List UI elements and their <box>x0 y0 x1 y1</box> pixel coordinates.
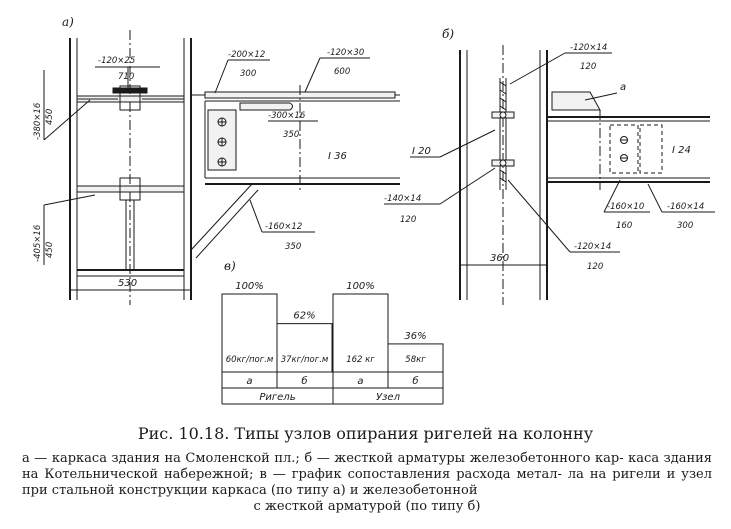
view-a: а) -120×25 710 -380×16 450 <box>33 15 400 305</box>
category-label: б <box>301 375 307 387</box>
plate-160-label: -160×12 <box>265 222 302 232</box>
legend-line-4: с жесткой арматурой (по типу б) <box>253 499 481 514</box>
bar-3 <box>332 293 389 373</box>
side-bottom-label: -405×16 <box>33 224 43 262</box>
value-label: 60кг/пог.м <box>226 355 274 365</box>
b-plate-160x14-length: 300 <box>677 221 693 231</box>
percent-label: 62% <box>293 311 315 322</box>
value-label: 58кг <box>405 355 426 365</box>
b-i20-label: I 20 <box>412 146 431 157</box>
technical-drawing: а) -120×25 710 -380×16 450 <box>33 15 715 405</box>
group-label: Ригель <box>259 392 295 403</box>
steel-consumption-chart: в) 100% 60кг/пог.м а 62% 37кг/пог.м б 100% 162 … <box>221 259 444 405</box>
bolt-icon <box>620 136 628 144</box>
column-b-width: 360 <box>490 253 509 264</box>
b-plate-160x10-length: 160 <box>616 221 632 231</box>
figure-legend: а — каркаса здания на Смоленской пл.; б … <box>22 451 712 515</box>
plate-200-label: -200×12 <box>228 50 265 60</box>
percent-label: 100% <box>235 281 264 292</box>
value-label: 37кг/пог.м <box>281 355 329 365</box>
plate-200-length: 300 <box>240 69 256 79</box>
b-i24-label: I 24 <box>672 145 691 156</box>
bolt-icon <box>217 137 227 147</box>
b-plate-160x14-label: -160×14 <box>667 202 704 212</box>
bar-4 <box>387 343 444 373</box>
plate-120x30-length: 600 <box>334 67 350 77</box>
group-label: Узел <box>376 392 401 403</box>
support-bracket <box>551 91 601 111</box>
category-label: б <box>412 375 418 387</box>
percent-label: 36% <box>404 331 426 342</box>
upper-stud-plate <box>491 111 515 119</box>
bar-2 <box>276 323 333 373</box>
beam-i36-label: I 36 <box>328 151 347 162</box>
b-plate-140-length: 120 <box>400 215 416 225</box>
view-b: б) -120×14 120 <box>384 27 715 305</box>
side-top-length: 450 <box>45 109 55 125</box>
figure-caption: Рис. 10.18. Типы узлов опирания ригелей … <box>137 424 594 443</box>
category-label: а <box>357 376 363 387</box>
side-top-label: -380×16 <box>33 102 43 140</box>
column-a-width: 530 <box>118 278 137 289</box>
lower-stud-plate <box>491 159 515 167</box>
b-plate-top-label: -120×14 <box>570 43 607 53</box>
b-plate-160x10-label: -160×10 <box>607 202 644 212</box>
b-bracket-label: а <box>620 82 626 93</box>
b-plate-bottom-length: 120 <box>587 262 603 272</box>
lower-diaphragm <box>76 185 185 193</box>
side-bottom-length: 450 <box>45 242 55 258</box>
plate-300-label: -300×16 <box>268 111 306 121</box>
section-label-v: в) <box>224 259 236 273</box>
plate-300-length: 350 <box>283 130 299 140</box>
plate-120x30-label: -120×30 <box>327 48 364 58</box>
category-label: а <box>246 376 252 387</box>
bracket-brace <box>190 183 253 251</box>
bolt-icon <box>217 157 227 167</box>
bolt-icon <box>620 154 628 162</box>
value-label: 162 кг <box>346 355 375 365</box>
legend-line-2: каса здания на Котельнической набережной… <box>22 451 712 482</box>
b-plate-bottom-label: -120×14 <box>574 242 611 252</box>
bolt-icon <box>217 117 227 127</box>
legend-line-3: ла на ригели и узел при стальной констру… <box>22 467 712 498</box>
section-label-b: б) <box>442 27 454 41</box>
b-plate-top-length: 120 <box>580 62 596 72</box>
top-plate-length: 710 <box>118 72 134 82</box>
top-plate-label: -120×25 <box>98 56 135 66</box>
plate-160-length: 350 <box>285 242 301 252</box>
b-plate-140-label: -140×14 <box>384 194 421 204</box>
section-label-a: а) <box>62 15 74 29</box>
legend-line-1: а — каркаса здания на Смоленской пл.; б … <box>22 451 624 466</box>
percent-label: 100% <box>346 281 375 292</box>
